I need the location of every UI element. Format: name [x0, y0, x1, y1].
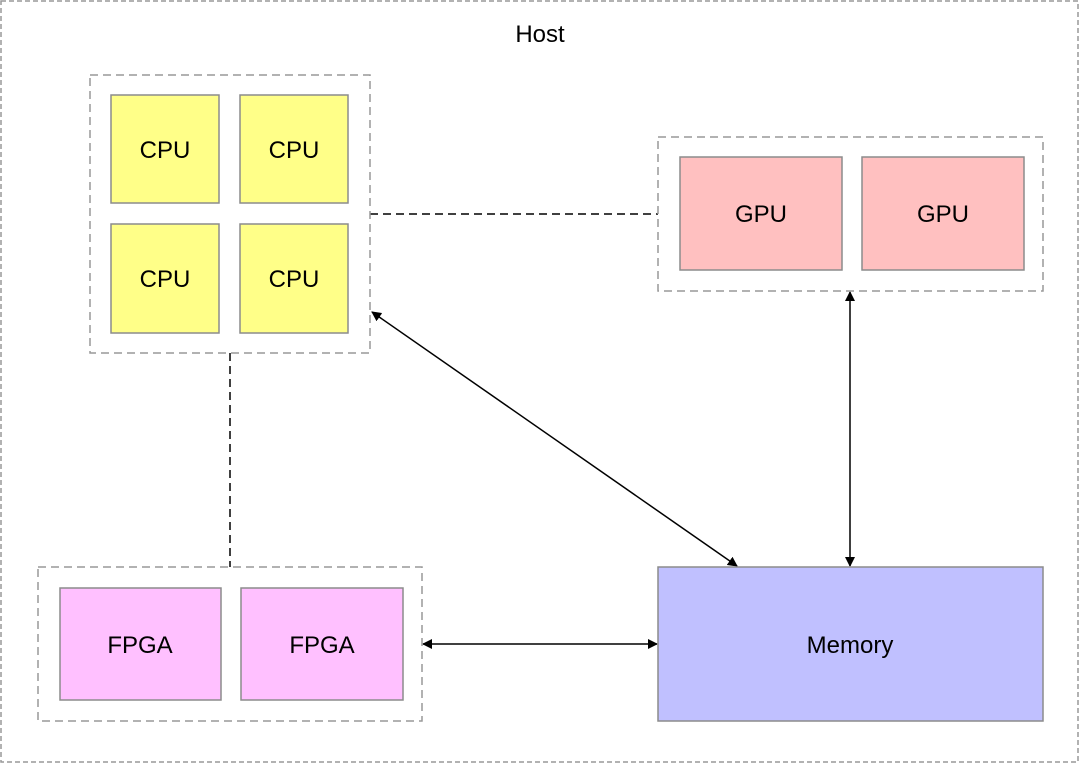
fpga-node-box [240, 587, 404, 701]
memory-node[interactable]: Memory [657, 566, 1044, 722]
connections [229, 213, 855, 649]
cpu-node-box [239, 94, 349, 204]
cpu-node[interactable]: CPU [110, 223, 220, 334]
cpu-node-label: CPU [269, 137, 320, 164]
cpu-node[interactable]: CPU [110, 94, 220, 204]
cpu-group: CPU CPU CPU CPU [89, 74, 371, 354]
link-cpu-memory [371, 311, 738, 567]
cpu-group-box [89, 74, 371, 354]
cpu-node[interactable]: CPU [239, 223, 349, 334]
gpu-node-label: GPU [917, 201, 969, 228]
gpu-node-box [861, 156, 1025, 271]
fpga-node[interactable]: FPGA [240, 587, 404, 701]
fpga-node-label: FPGA [107, 632, 172, 659]
gpu-node[interactable]: GPU [861, 156, 1025, 271]
cpu-node[interactable]: CPU [239, 94, 349, 204]
cpu-node-label: CPU [269, 266, 320, 293]
memory-box [657, 566, 1044, 722]
gpu-node-label: GPU [735, 201, 787, 228]
host-label: Host [515, 21, 565, 48]
fpga-node-label: FPGA [289, 632, 354, 659]
fpga-node[interactable]: FPGA [59, 587, 222, 701]
gpu-group-box [657, 136, 1044, 292]
gpu-node[interactable]: GPU [679, 156, 843, 271]
cpu-node-box [110, 223, 220, 334]
fpga-group-box [37, 566, 423, 722]
gpu-node-box [679, 156, 843, 271]
cpu-node-label: CPU [140, 266, 191, 293]
gpu-group: GPU GPU [657, 136, 1044, 292]
cpu-node-label: CPU [140, 137, 191, 164]
cpu-node-box [239, 223, 349, 334]
memory-label: Memory [807, 632, 894, 659]
fpga-group: FPGA FPGA [37, 566, 423, 722]
cpu-node-box [110, 94, 220, 204]
fpga-node-box [59, 587, 222, 701]
